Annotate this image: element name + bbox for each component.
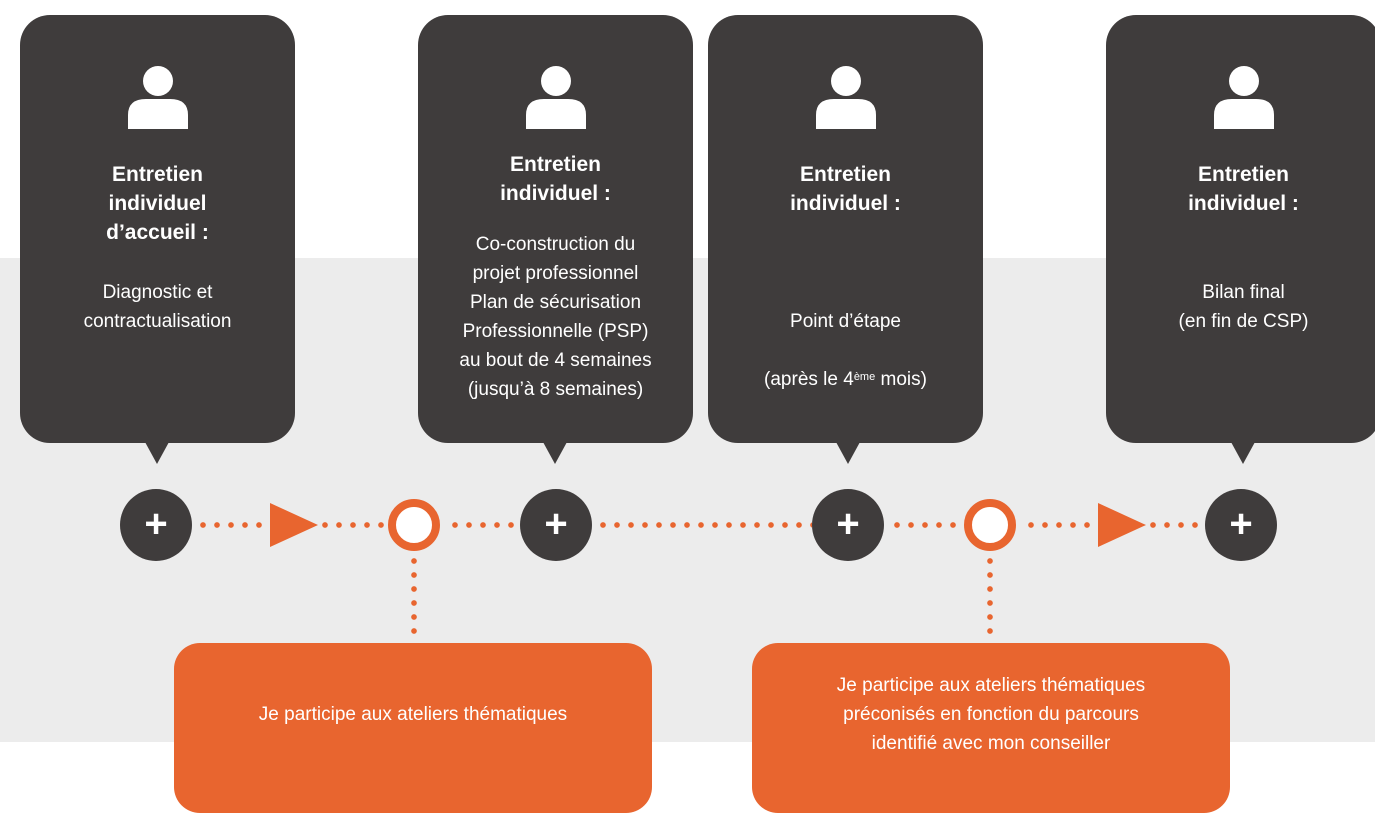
person-icon: [815, 66, 876, 129]
plus-icon: +: [120, 489, 192, 561]
step-title: Entretien individuel :: [500, 153, 611, 205]
atelier-connector: [411, 554, 417, 640]
step-description-line2: (après le 4ème mois): [764, 369, 927, 390]
atelier-box: Je participe aux ateliers thématiques pr…: [752, 643, 1230, 813]
step-title: Entretien individuel :: [790, 163, 901, 215]
step-card-bilan: Entretien individuel : Bilan final (en f…: [1106, 15, 1375, 464]
ring-icon: [388, 499, 440, 551]
timeline-connector: [596, 522, 812, 528]
arrow-right-icon: [1098, 503, 1146, 547]
timeline-connector: [196, 522, 270, 528]
ring-icon: [964, 499, 1016, 551]
timeline-connector: [890, 522, 964, 528]
person-icon: [1213, 66, 1274, 129]
step-description: Co-construction du projet professionnel …: [459, 234, 652, 400]
timeline-connector: [448, 522, 518, 528]
timeline-connector: [318, 522, 388, 528]
step-description-line1: Point d’étape: [790, 311, 901, 332]
plus-icon: +: [812, 489, 884, 561]
step-card-psp: Entretien individuel : Co-construction d…: [418, 15, 693, 464]
plus-icon: +: [520, 489, 592, 561]
atelier-box: Je participe aux ateliers thématiques: [174, 643, 652, 813]
step-description: Bilan final (en fin de CSP): [1178, 282, 1309, 332]
arrow-right-icon: [270, 503, 318, 547]
step-description: Diagnostic et contractualisation: [83, 282, 232, 332]
step-card-accueil: Entretien individuel d’accueil : Diagnos…: [20, 15, 295, 464]
atelier-connector: [987, 554, 993, 640]
step-description: Point d’étape (après le 4ème mois): [708, 278, 983, 423]
timeline-connector: [1146, 522, 1204, 528]
plus-icon: +: [1205, 489, 1277, 561]
step-title: Entretien individuel :: [1188, 163, 1299, 215]
timeline-connector: [1024, 522, 1098, 528]
step-title: Entretien individuel d’accueil :: [106, 163, 209, 244]
person-icon: [127, 66, 188, 129]
person-icon: [525, 66, 586, 129]
step-card-point-etape: Entretien individuel : Point d’étape (ap…: [708, 15, 983, 464]
